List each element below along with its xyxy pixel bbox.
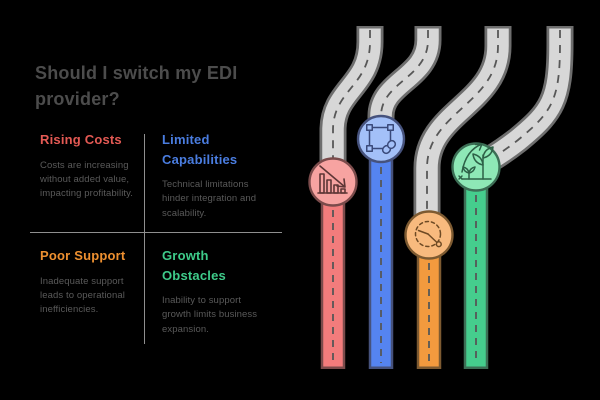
quadrant-heading: Poor Support [40,248,126,263]
quadrant-divider-horizontal [30,232,282,233]
handle-tr [387,124,394,131]
rising-costs-lane [308,157,358,369]
down-arrow [319,165,346,188]
quadrant-rising-costs: Rising Costs Costs are increasing withou… [40,130,140,201]
frame [368,126,392,150]
hand-tip-dot [435,241,442,248]
growth-obstacles-lane [451,142,501,369]
clock-face [414,220,442,248]
grass-mark [458,175,463,180]
link-ring-2 [386,139,397,150]
quadrant-limited-capabilities: Limited Capabilities Technical limitatio… [162,130,268,221]
handle-bl [366,145,373,152]
sprout-growth-icon [458,143,494,180]
quadrant-heading: Growth Obstacles [162,248,226,283]
quadrant-body: Inadequate support leads to operational … [40,275,125,316]
quadrant-body: Technical limitations hinder integration… [162,179,257,219]
leaf-right [482,146,494,159]
frame-handles [366,124,394,152]
limited-capabilities-lane [356,114,406,369]
declining-bar-chart-icon [317,165,348,194]
quadrant-divider-vertical [144,134,145,344]
clock-hand-left [417,229,429,235]
dashed-clock-icon [414,220,442,248]
chain-link [381,139,397,155]
poor-support-lane [404,210,454,369]
page-title: Should I switch my EDI provider? [35,63,238,110]
sprout-leaf-right [468,166,476,174]
vector-frame-link-icon [366,124,397,155]
quadrant-heading: Limited Capabilities [162,132,238,167]
quadrant-heading: Rising Costs [40,132,122,147]
gray-road-3-dash [426,30,499,218]
limited-capabilities-circle [356,114,406,164]
leaf-left [472,153,484,166]
gray-road-1-dash [332,30,371,166]
quadrant-body: Costs are increasing without added value… [40,159,134,200]
handle-tl [366,124,373,131]
rising-costs-circle [308,157,358,207]
quadrant-growth-obstacles: Growth Obstacles Inability to support gr… [162,246,266,337]
clock-hand-down [427,233,439,244]
quadrant-body: Inability to support growth limits busin… [162,295,258,335]
growth-arrow [461,143,483,173]
quadrant-poor-support: Poor Support Inadequate support leads to… [40,246,144,317]
gray-road-2-surface [370,28,439,126]
